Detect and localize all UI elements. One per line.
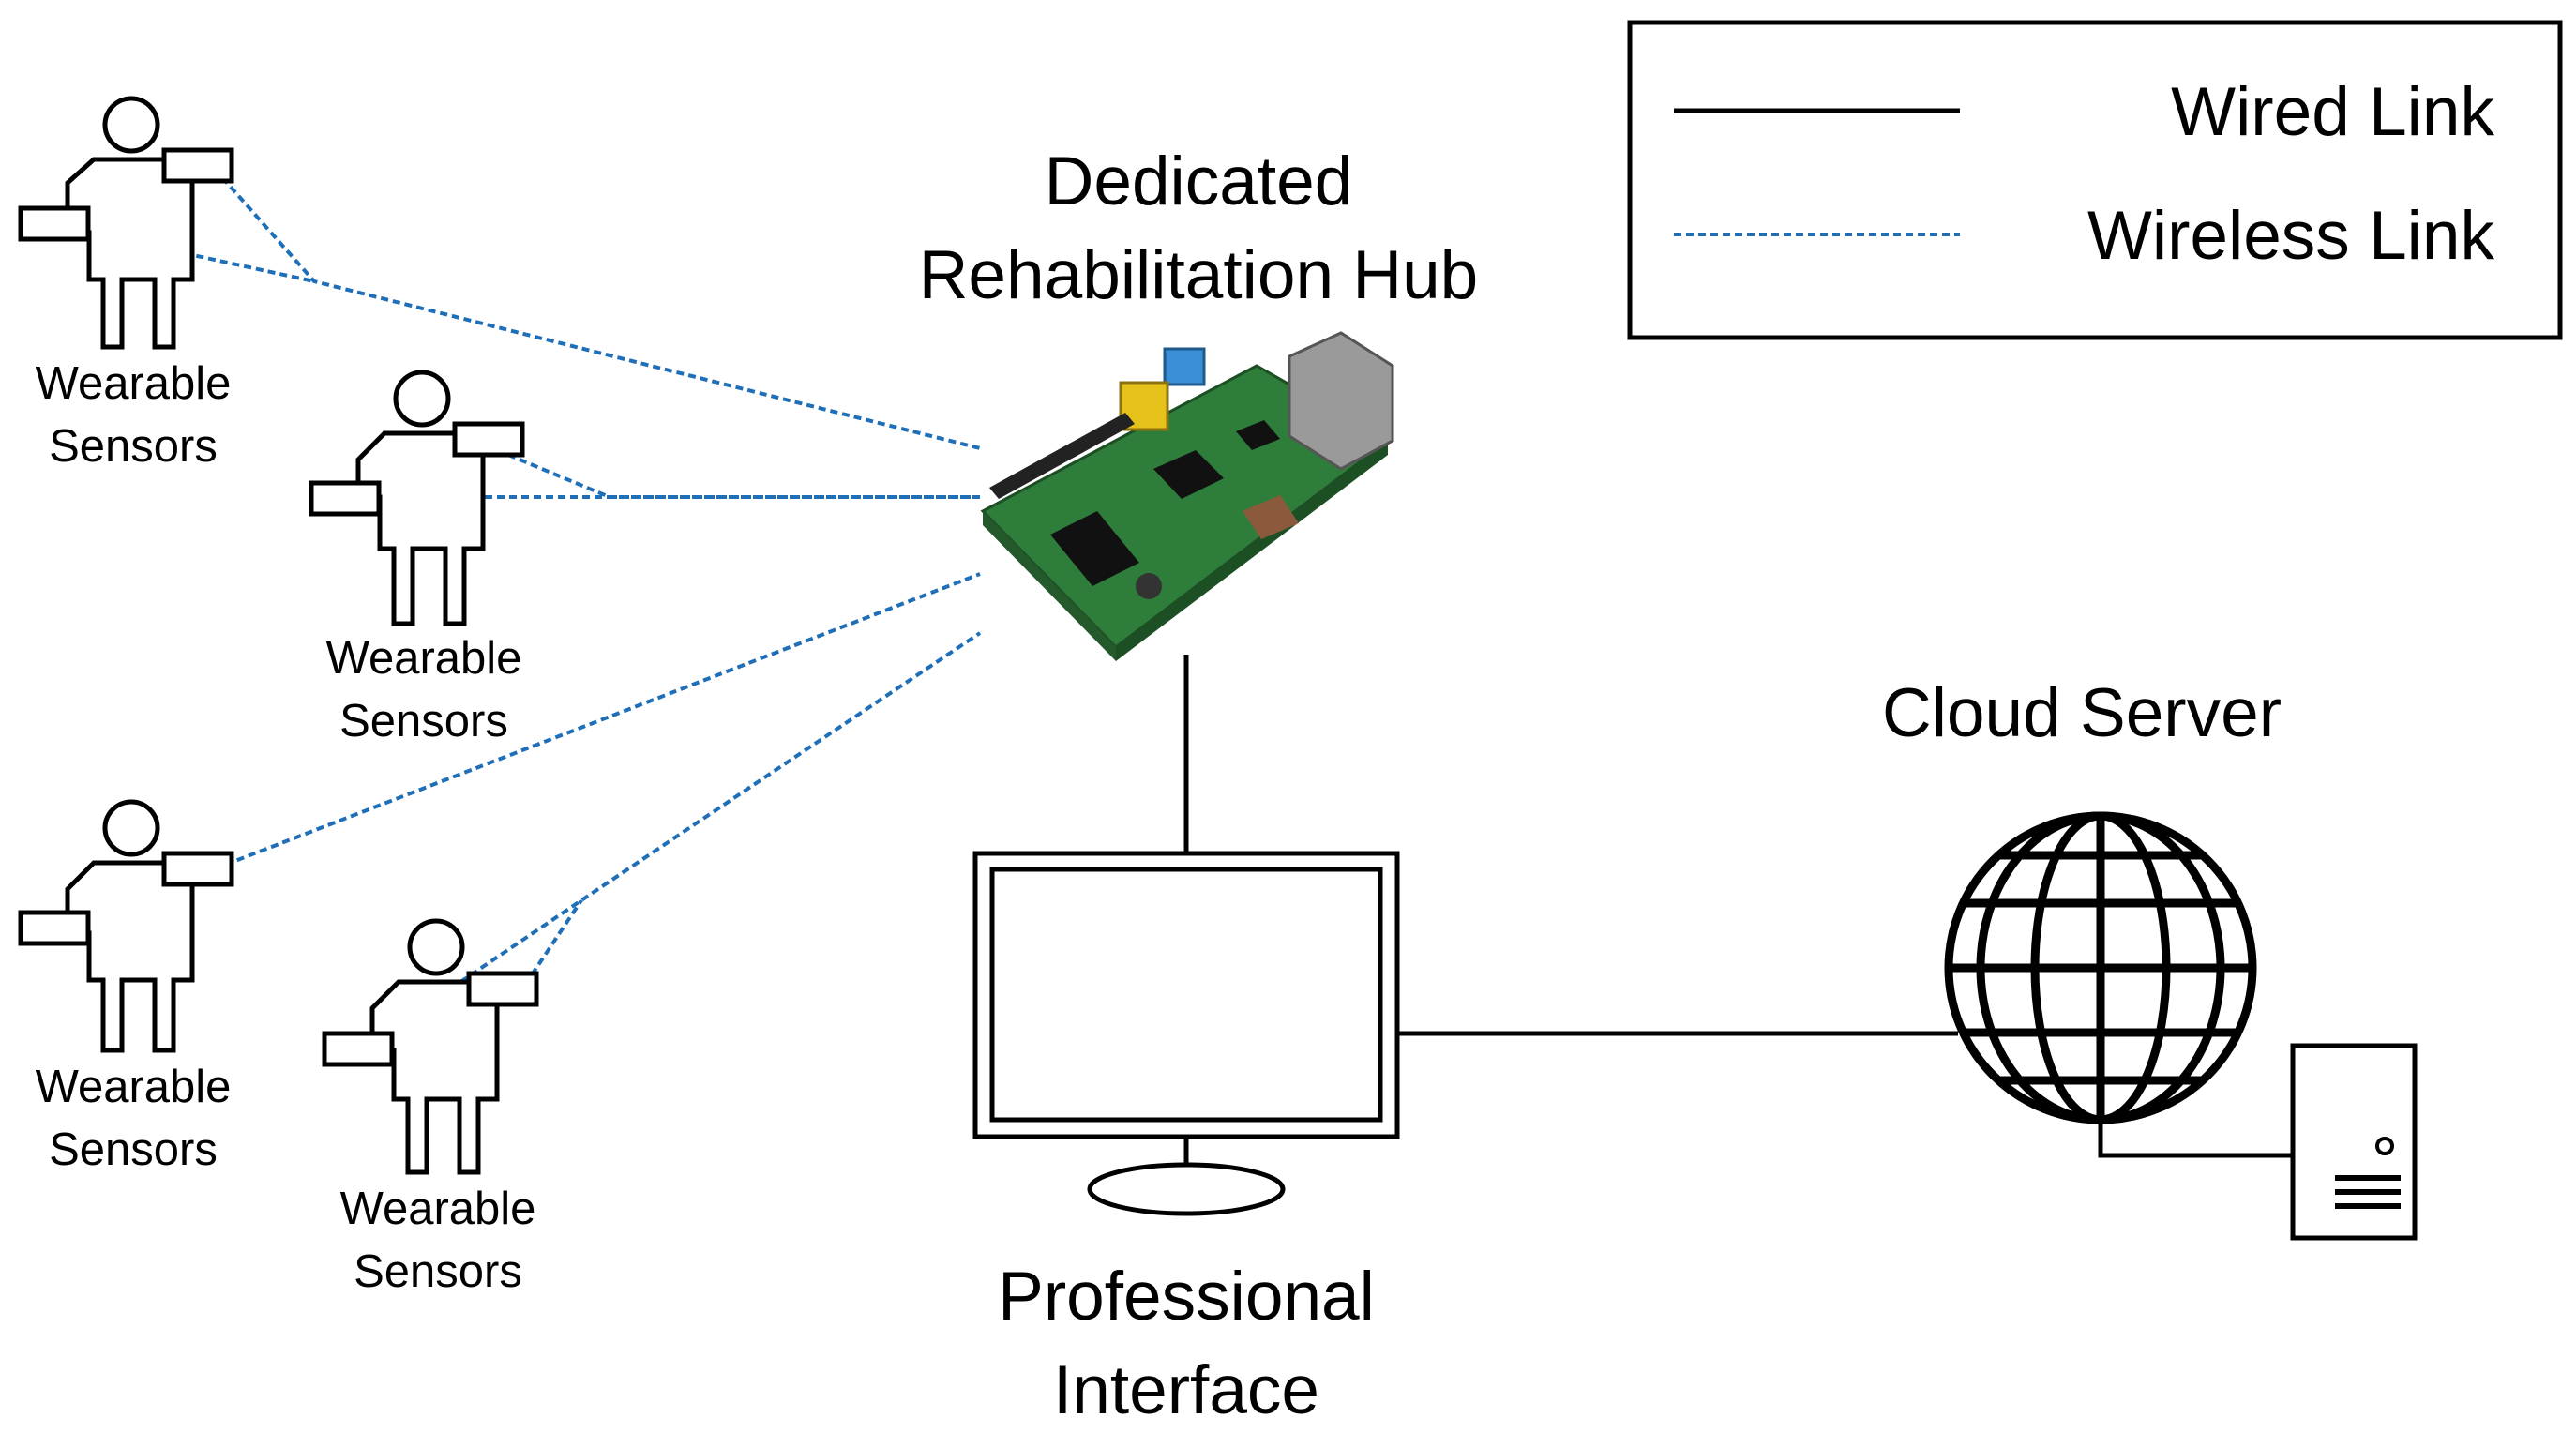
cloud-server: Cloud Server: [1882, 675, 2418, 1241]
sensor-icon: [18, 910, 91, 946]
person-icon: [355, 370, 486, 626]
sensor-group-2: Wearable Sensors: [309, 370, 525, 747]
server-icon: [2290, 1043, 2418, 1241]
person-icon: [65, 96, 195, 350]
sensor-label-line2: Sensors: [49, 421, 218, 472]
sensor-icon: [452, 421, 525, 458]
professional-label-line2: Interface: [1053, 1352, 1319, 1428]
globe-icon: [1944, 811, 2257, 1124]
professional-interface: Professional Interface: [972, 851, 1400, 1428]
circuit-board-icon: [980, 331, 1394, 661]
monitor-icon: [972, 851, 1400, 1216]
rehabilitation-hub: Dedicated Rehabilitation Hub: [919, 143, 1479, 661]
legend-wired-label: Wired Link: [2171, 74, 2494, 150]
cloud-label: Cloud Server: [1882, 675, 2282, 751]
sensor-label-line1: Wearable: [36, 1062, 232, 1112]
sensor-label-line1: Wearable: [326, 633, 522, 684]
professional-label-line1: Professional: [998, 1259, 1375, 1335]
sensor-icon: [161, 851, 234, 887]
sensor-icon: [309, 480, 382, 517]
sensor-icon: [18, 205, 91, 242]
sensor-icon: [466, 971, 539, 1007]
legend-wireless-label: Wireless Link: [2087, 198, 2495, 274]
hub-title-line2: Rehabilitation Hub: [919, 237, 1479, 313]
sensor-icon: [322, 1031, 395, 1067]
sensor-label-line1: Wearable: [36, 358, 232, 409]
sensor-icon: [161, 147, 234, 184]
sensor-label-line2: Sensors: [339, 696, 508, 747]
wired-links: [1183, 655, 2293, 1158]
sensor-label-line2: Sensors: [49, 1124, 218, 1175]
sensor-group-4: Wearable Sensors: [322, 918, 539, 1297]
sensor-group-3: Wearable Sensors: [18, 799, 234, 1175]
sensor-group-1: Wearable Sensors: [18, 96, 234, 472]
hub-title-line1: Dedicated: [1045, 143, 1353, 219]
wireless-links: [88, 158, 982, 1038]
sensor-label-line2: Sensors: [354, 1246, 522, 1297]
legend: Wired Link Wireless Link: [1627, 20, 2563, 340]
sensor-label-line1: Wearable: [340, 1184, 536, 1234]
